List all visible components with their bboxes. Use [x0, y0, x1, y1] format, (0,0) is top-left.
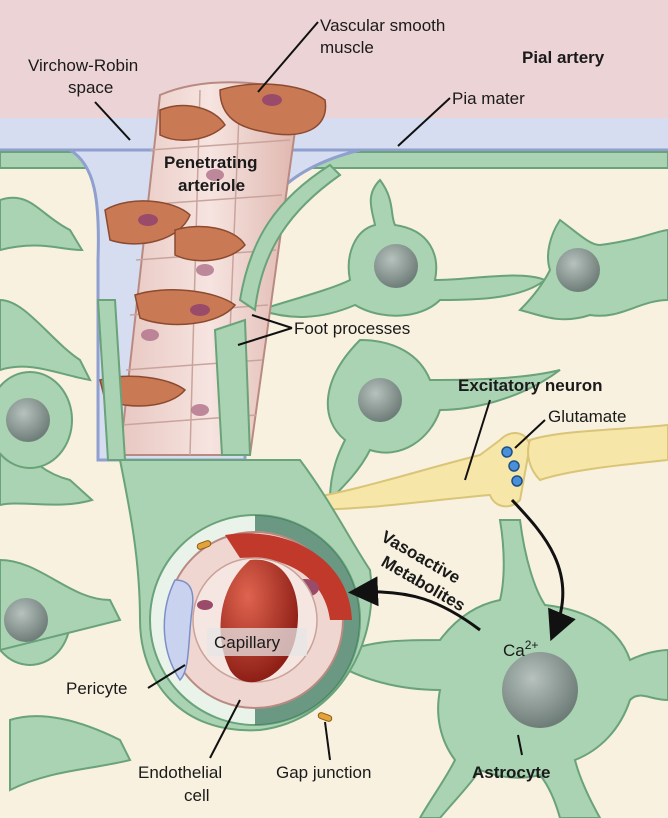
label-virchow-robin-1: Virchow-Robin [28, 56, 138, 75]
label-calcium: Ca2+ [503, 638, 538, 660]
astrocyte-nuclei-left [4, 398, 50, 642]
label-penetrating-arteriole-2: arteriole [178, 176, 245, 195]
label-pia-mater: Pia mater [452, 89, 525, 108]
label-foot-processes: Foot processes [294, 319, 410, 338]
label-pericyte: Pericyte [66, 679, 127, 698]
label-capillary: Capillary [214, 633, 281, 652]
label-glutamate: Glutamate [548, 407, 626, 426]
excitatory-neuron-axon [299, 432, 532, 512]
capillary-cross-section [149, 514, 361, 726]
label-astrocyte: Astrocyte [472, 763, 550, 782]
label-endothelial-2: cell [184, 786, 210, 805]
labels: Vascular smooth muscle Pial artery Virch… [28, 16, 626, 805]
label-vascular-smooth-muscle-2: muscle [320, 38, 374, 57]
astrocyte-cell [328, 519, 668, 818]
label-virchow-robin-2: space [68, 78, 113, 97]
penetrating-arteriole [118, 81, 302, 456]
smooth-muscle-nuclei [138, 94, 282, 316]
label-pial-artery: Pial artery [522, 48, 605, 67]
astrocyte-nucleus [502, 652, 578, 728]
label-excitatory-neuron: Excitatory neuron [458, 376, 603, 395]
foot-processes [96, 163, 342, 461]
gap-junctions [196, 540, 333, 722]
glutamate-vesicles [501, 446, 523, 487]
calcium-arrow [510, 498, 576, 642]
label-penetrating-arteriole-1: Penetrating [164, 153, 258, 172]
leader-lines [94, 21, 546, 761]
virchow-robin-band [0, 118, 668, 150]
astrocyte-nuclei-upper-right [358, 244, 600, 422]
label-endothelial-1: Endothelial [138, 763, 222, 782]
label-gap-junction: Gap junction [276, 763, 371, 782]
pial-artery-region [0, 0, 668, 118]
vasoactive-arrow [348, 576, 481, 632]
label-calcium-superscript: 2+ [525, 638, 539, 652]
postsynaptic-terminal [527, 423, 668, 482]
label-calcium-base: Ca [503, 641, 525, 660]
label-vascular-smooth-muscle-1: Vascular smooth [320, 16, 445, 35]
